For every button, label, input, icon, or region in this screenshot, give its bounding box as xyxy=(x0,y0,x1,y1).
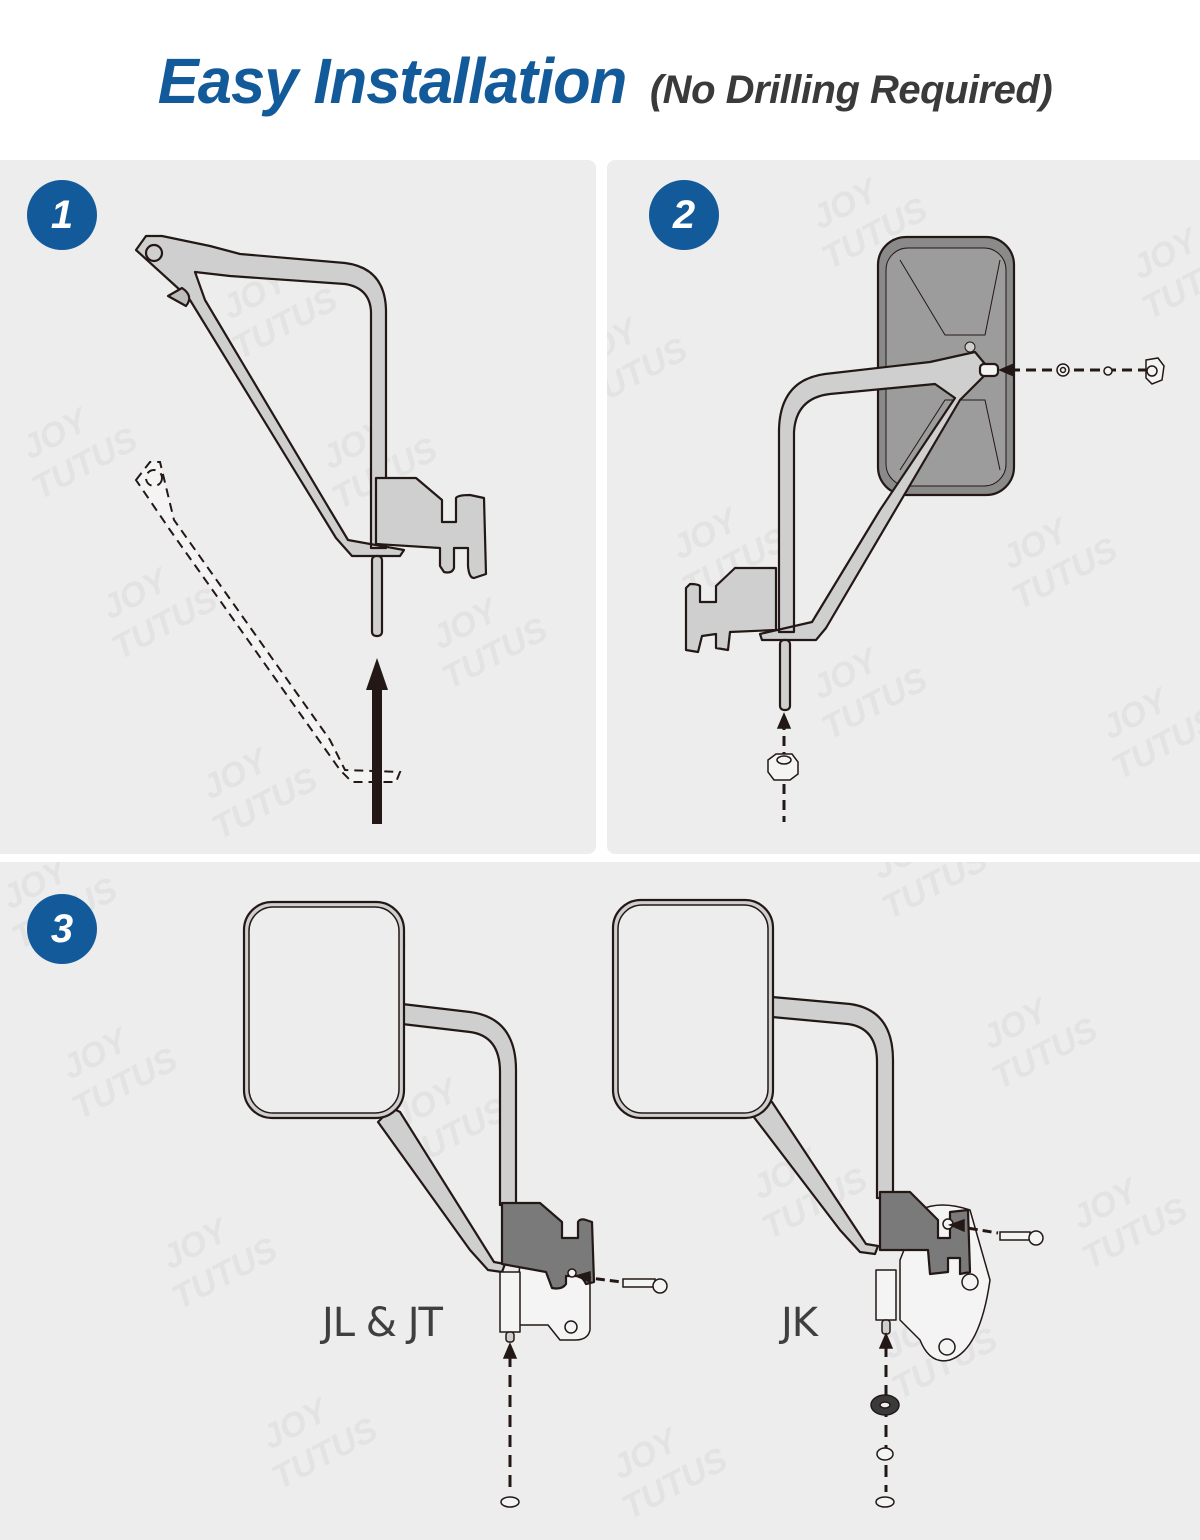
variant-label-jl-jt: JL & JT xyxy=(322,1300,443,1346)
nut-icon xyxy=(767,712,799,822)
jk-assembly xyxy=(611,898,991,1362)
page-subtitle: (No Drilling Required) xyxy=(649,68,1053,112)
mirror-arm-icon xyxy=(134,234,488,638)
mirror-arm-icon xyxy=(758,350,992,642)
step-2-badge: 2 xyxy=(649,180,719,250)
variant-label-jk: JK xyxy=(781,1300,818,1346)
mirror-arm-illustration xyxy=(134,234,488,824)
jk-bolt-icon xyxy=(947,1218,1044,1246)
insert-up-arrow-icon xyxy=(366,658,388,824)
page-header: Easy Installation (No Drilling Required) xyxy=(0,0,1200,160)
jk-bracket-dark-icon xyxy=(878,1190,972,1276)
jl-jt-assembly xyxy=(242,900,596,1343)
jl-bolt-icon xyxy=(573,1271,668,1294)
mirror-head-illustration xyxy=(684,235,1165,822)
jl-fastener-icon xyxy=(500,1342,520,1508)
arm-before-position-icon xyxy=(134,461,402,783)
step-3-badge: 3 xyxy=(27,894,97,964)
washer-nut-hardware-icon xyxy=(998,357,1165,385)
step-1-badge: 1 xyxy=(27,180,97,250)
page-title: Easy Installation xyxy=(157,45,628,117)
mirror-bracket-icon xyxy=(684,566,778,654)
bracket-mount-illustration xyxy=(242,898,1044,1508)
jk-fastener-stack-icon xyxy=(870,1332,900,1508)
